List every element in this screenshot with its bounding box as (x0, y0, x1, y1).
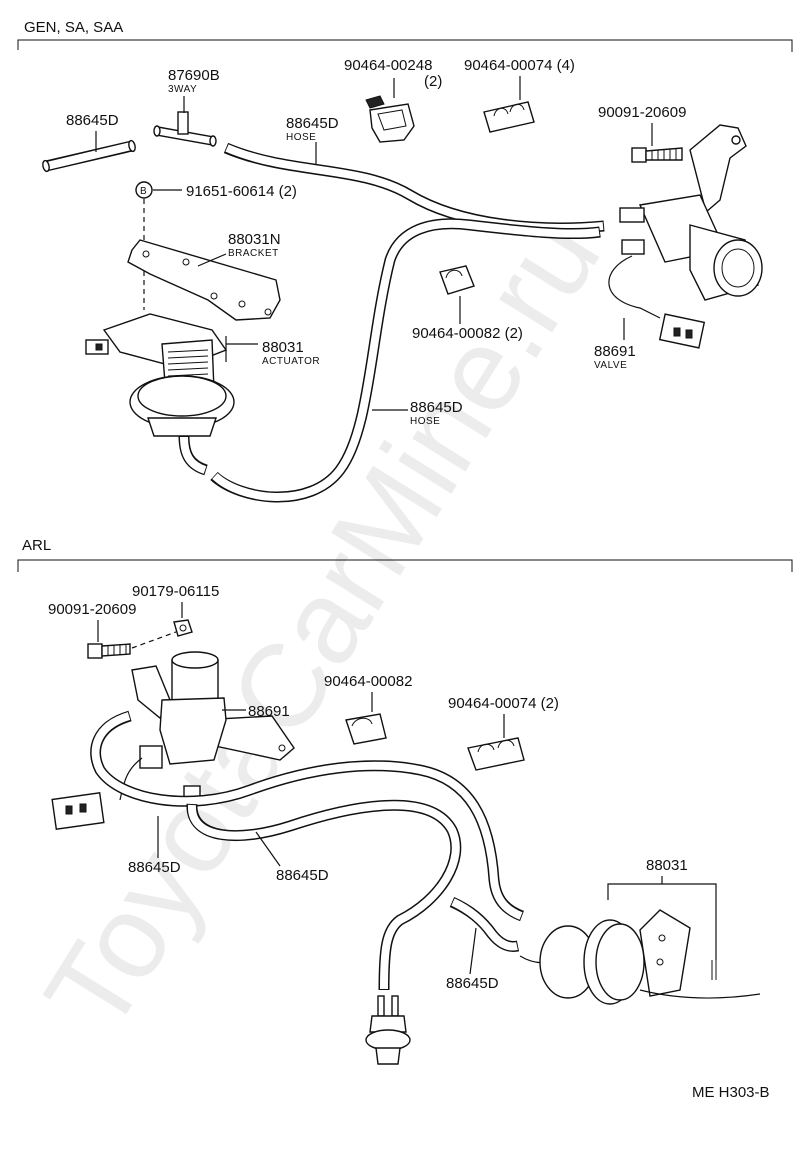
clip-00248 (365, 95, 415, 143)
desc-hose-upper: HOSE (286, 132, 316, 143)
label-90464-00082-lower: 90464-00082 (324, 673, 412, 690)
desc-actuator: ACTUATOR (262, 356, 320, 367)
section-title-arl: ARL (22, 537, 51, 554)
label-88645d-straight: 88645D (66, 112, 119, 129)
leader (255, 831, 281, 867)
hose-straight (42, 139, 136, 173)
label-88031-actuator: 88031 (262, 339, 304, 356)
label-88645d-arl-right: 88645D (446, 975, 499, 992)
label-90091-20609-upper: 90091-20609 (598, 104, 686, 121)
label-90179-06115: 90179-06115 (132, 583, 219, 600)
label-91651-60614: 91651-60614 (2) (186, 183, 297, 200)
bolt-90091-upper (631, 147, 683, 163)
marker-b-icon: B (135, 181, 153, 199)
clip-00082-upper (439, 265, 475, 295)
vsv-valve-lower (51, 651, 295, 830)
hose-lower-long (210, 218, 601, 503)
clip-00082-lower (345, 713, 387, 745)
desc-hose-lower: HOSE (410, 416, 440, 427)
label-90464-00074-4: 90464-00074 (4) (464, 57, 575, 74)
clip-00074-lower (467, 737, 525, 771)
label-88645d-arl-left: 88645D (128, 859, 181, 876)
leader (197, 253, 227, 267)
section-frame-gen (17, 39, 793, 52)
label-88691-valve: 88691 (594, 343, 636, 360)
actuator-upper (85, 313, 235, 476)
actuator-lower (519, 909, 761, 1005)
qty-90464-00248: (2) (424, 73, 442, 90)
desc-3way: 3WAY (168, 84, 197, 95)
clip-00074-upper (483, 101, 535, 133)
svg-text:B: B (140, 186, 147, 197)
label-90091-20609-lower: 90091-20609 (48, 601, 136, 618)
label-88645d-hose-upper: 88645D (286, 115, 339, 132)
section-title-gen: GEN, SA, SAA (24, 19, 123, 36)
label-88645d-hose-lower: 88645D (410, 399, 463, 416)
hose-arl-3 (449, 896, 520, 952)
desc-bracket: BRACKET (228, 248, 279, 259)
bracket-88031n (127, 239, 281, 321)
vsv-valve-upper (608, 124, 763, 349)
figure-code: ME H303-B (692, 1084, 770, 1101)
thermo-switch (365, 995, 411, 1065)
hose-arl-1 (90, 710, 525, 922)
section-frame-arl (17, 559, 793, 572)
label-88031n: 88031N (228, 231, 281, 248)
label-90464-00074-2: 90464-00074 (2) (448, 695, 559, 712)
leader (469, 927, 477, 975)
nut-90179 (173, 619, 193, 637)
label-87690b: 87690B (168, 67, 220, 84)
dashed-guide (131, 631, 177, 649)
desc-valve: VALVE (594, 360, 627, 371)
watermark: ToyotaCarMine.ru (20, 194, 625, 1054)
label-88031-lower: 88031 (646, 857, 688, 874)
label-90464-00248: 90464-00248 (344, 57, 432, 74)
label-90464-00082-2: 90464-00082 (2) (412, 325, 523, 342)
label-88645d-arl-mid: 88645D (276, 867, 329, 884)
three-way-connector (153, 111, 217, 147)
label-88691-lower: 88691 (248, 703, 290, 720)
hose-arl-2 (186, 799, 462, 991)
bolt-90091-lower (87, 643, 131, 659)
